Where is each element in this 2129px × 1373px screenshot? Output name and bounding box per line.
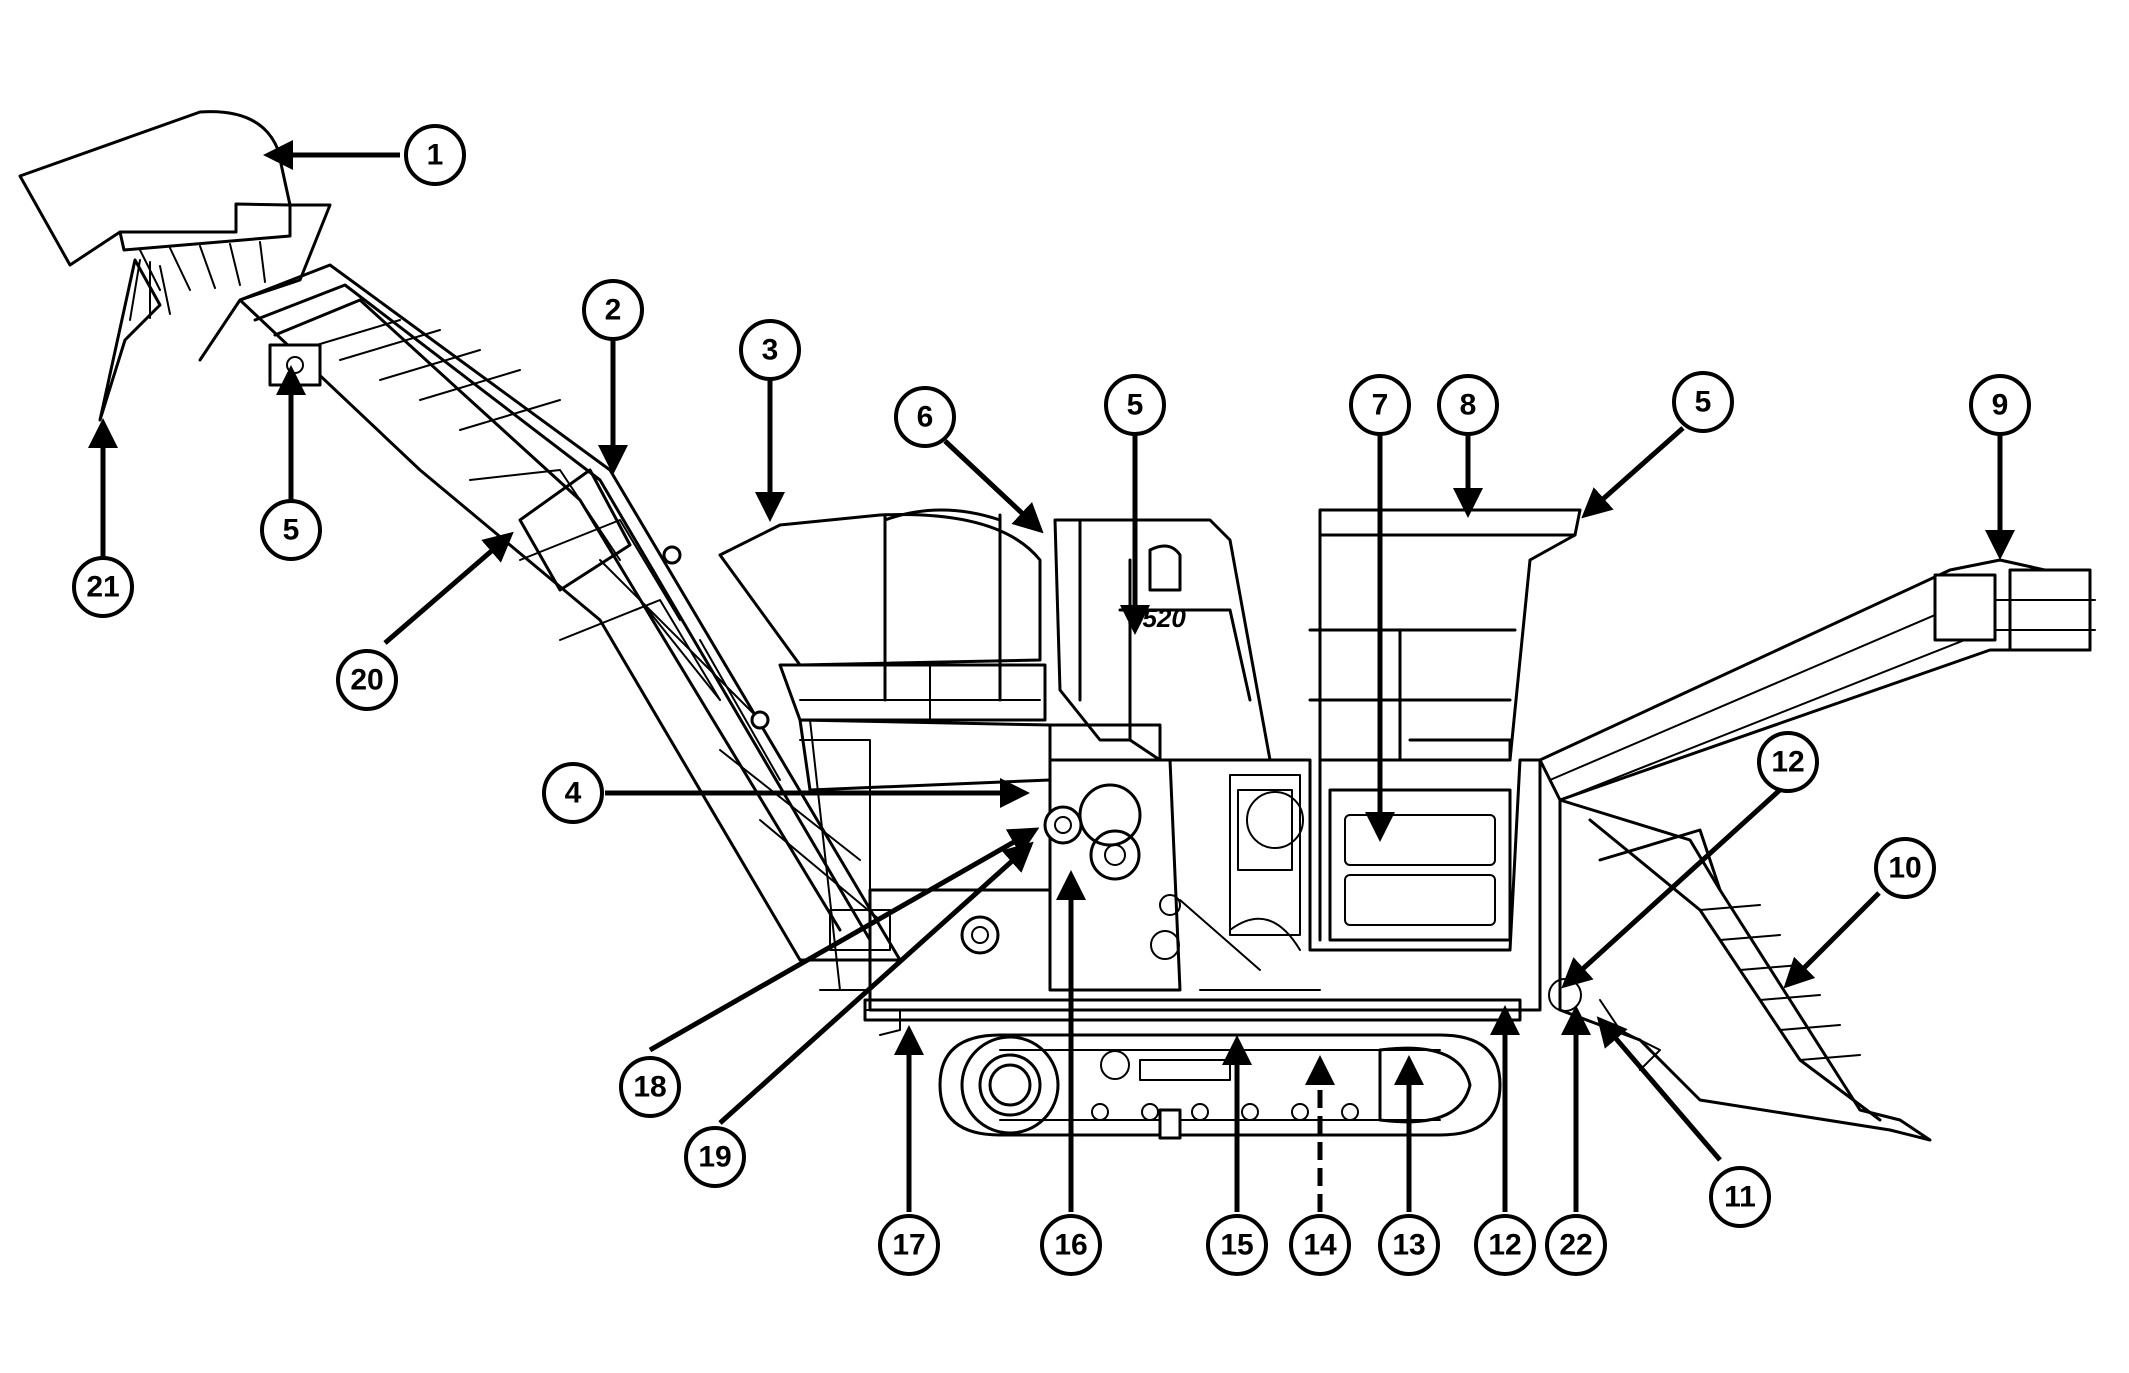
callout-5b: 5: [1104, 374, 1166, 436]
svg-text:16: 16: [1054, 1229, 1087, 1262]
leader-11: [1596, 1016, 1722, 1162]
svg-text:9: 9: [1992, 389, 2009, 422]
callout-22: 22: [1545, 1214, 1607, 1276]
callout-3: 3: [739, 319, 801, 381]
callout-20: 20: [336, 649, 398, 711]
callout-11: 11: [1709, 1166, 1771, 1228]
harvester-drawing: 3 5 20: [18, 110, 2096, 1142]
callout-7: 7: [1349, 374, 1411, 436]
callout-19: 19: [684, 1126, 746, 1188]
svg-text:12: 12: [1488, 1229, 1521, 1262]
operator-cab: 3520: [1053, 518, 1272, 762]
leader-12a: [1561, 786, 1784, 989]
callout-6: 6: [894, 386, 956, 448]
callout-15: 15: [1206, 1214, 1268, 1276]
callout-4: 4: [542, 762, 604, 824]
svg-text:15: 15: [1220, 1229, 1253, 1262]
primary-extractor-hood: [718, 508, 1052, 792]
svg-text:5: 5: [283, 514, 300, 547]
callout-10: 10: [1874, 837, 1936, 899]
svg-text:14: 14: [1303, 1229, 1337, 1262]
svg-text:7: 7: [1372, 389, 1389, 422]
leader-20: [383, 531, 514, 645]
leader-18: [648, 827, 1040, 1053]
svg-text:1: 1: [427, 139, 444, 172]
callout-12a: 12: [1757, 731, 1819, 793]
callout-9: 9: [1969, 374, 2031, 436]
svg-text:6: 6: [917, 401, 934, 434]
callout-5c: 5: [1672, 371, 1734, 433]
chassis: [799, 719, 1542, 1012]
callout-1: 1: [404, 124, 466, 186]
svg-text:21: 21: [86, 571, 119, 604]
svg-text:20: 20: [350, 664, 383, 697]
secondary-extractor-hood: [18, 110, 332, 422]
svg-text:18: 18: [633, 1071, 666, 1104]
leader-6: [943, 439, 1044, 534]
svg-text:8: 8: [1460, 389, 1477, 422]
svg-text:5: 5: [1695, 386, 1712, 419]
svg-text:19: 19: [698, 1141, 731, 1174]
svg-text:17: 17: [892, 1229, 925, 1262]
callout-13: 13: [1378, 1214, 1440, 1276]
callout-14: 14: [1289, 1214, 1351, 1276]
svg-text:13: 13: [1392, 1229, 1425, 1262]
callout-16: 16: [1040, 1214, 1102, 1276]
callout-bubbles: 1 2 3 4 5 5 5 6 7 8 9 10 11 12 12 13 14 …: [72, 124, 2031, 1276]
svg-text:2: 2: [605, 294, 622, 327]
svg-text:3: 3: [762, 334, 779, 367]
callout-leaders: [88, 140, 2015, 1212]
svg-text:10: 10: [1888, 852, 1921, 885]
callout-2: 2: [582, 279, 644, 341]
svg-text:12: 12: [1771, 746, 1804, 779]
callout-18: 18: [619, 1056, 681, 1118]
track-undercarriage: [863, 998, 1522, 1140]
callout-21: 21: [72, 556, 134, 618]
leader-19: [718, 841, 1034, 1125]
svg-text:11: 11: [1724, 1181, 1756, 1214]
leader-5c: [1581, 426, 1685, 519]
callout-5a: 5: [260, 499, 322, 561]
svg-text:4: 4: [565, 777, 582, 810]
leader-10: [1783, 891, 1881, 989]
callout-17: 17: [878, 1214, 940, 1276]
callout-12b: 12: [1474, 1214, 1536, 1276]
elevator: [238, 263, 902, 962]
crop-dividers: [1538, 558, 2096, 1142]
svg-text:5: 5: [1127, 389, 1144, 422]
callout-8: 8: [1437, 374, 1499, 436]
svg-text:22: 22: [1559, 1229, 1592, 1262]
engine-compartment: [1308, 508, 1582, 942]
